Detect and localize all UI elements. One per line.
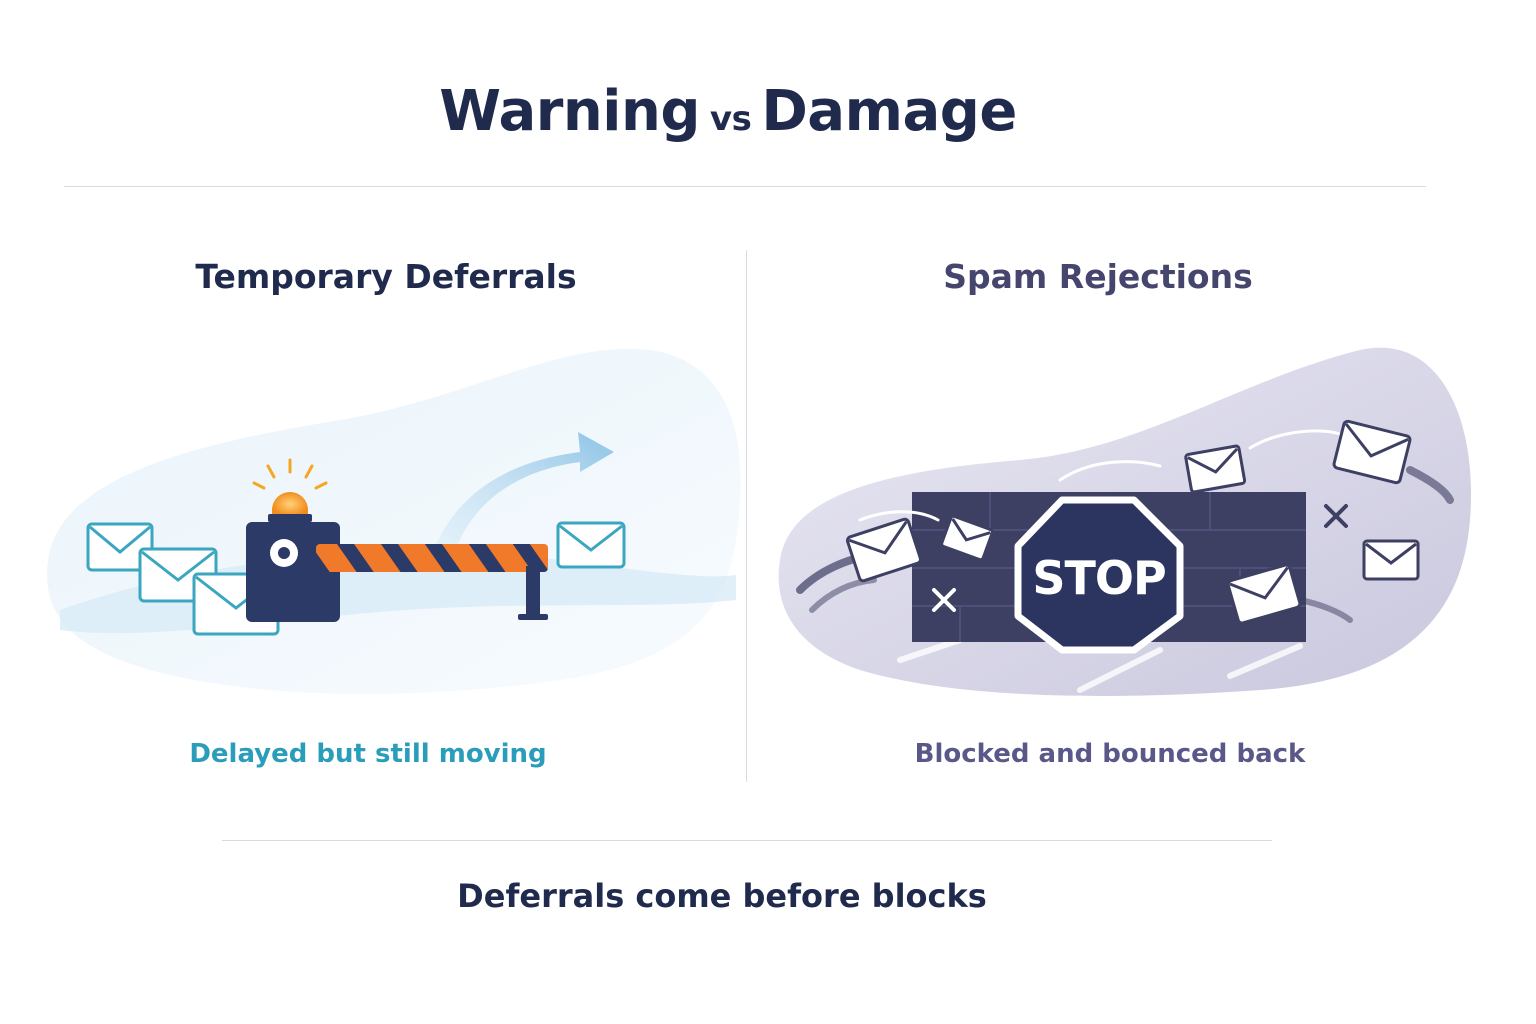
envelope-icon bbox=[556, 521, 626, 569]
envelope-icon bbox=[1226, 563, 1302, 625]
envelope-icon bbox=[1332, 419, 1412, 485]
cross-icon bbox=[932, 588, 956, 612]
title-damage: Damage bbox=[761, 79, 1017, 144]
title-vs: vs bbox=[709, 99, 752, 139]
stop-sign-icon: STOP bbox=[1014, 496, 1184, 654]
bottom-divider-line bbox=[222, 840, 1272, 841]
left-background-blob bbox=[46, 348, 741, 694]
beacon-icon bbox=[252, 458, 328, 522]
stop-sign-text: STOP bbox=[1032, 551, 1165, 605]
center-divider-line bbox=[746, 250, 747, 782]
road-stripes bbox=[897, 637, 1303, 693]
envelope-icon bbox=[940, 514, 994, 562]
cross-icon bbox=[1324, 504, 1348, 528]
envelope-icon bbox=[86, 522, 154, 572]
envelope-icon bbox=[845, 517, 923, 583]
envelope-icon bbox=[1362, 539, 1420, 581]
title-warning: Warning bbox=[439, 79, 700, 144]
left-panel-caption: Delayed but still moving bbox=[189, 739, 547, 769]
right-panel-caption: Blocked and bounced back bbox=[914, 739, 1306, 769]
right-panel-title: Spam Rejections bbox=[943, 257, 1253, 296]
footer-summary: Deferrals come before blocks bbox=[457, 877, 987, 915]
left-panel-title: Temporary Deferrals bbox=[195, 257, 577, 296]
barrier-gate-icon bbox=[246, 522, 548, 622]
right-scene: STOP bbox=[778, 347, 1472, 696]
top-divider-line bbox=[64, 186, 1426, 187]
envelope-icon bbox=[1184, 444, 1247, 494]
left-scene bbox=[46, 348, 741, 694]
